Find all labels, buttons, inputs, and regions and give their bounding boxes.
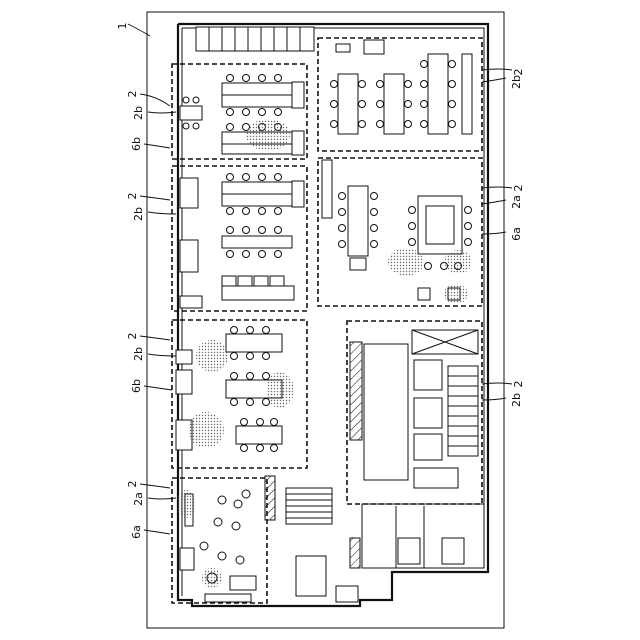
zone-2a-right xyxy=(318,158,482,306)
label-zone-b-4: 2b xyxy=(510,75,523,89)
label-zone-b-3: 2b xyxy=(132,347,145,361)
label-building: 1 xyxy=(116,23,129,30)
label-zone-4: 2 xyxy=(126,481,139,488)
label-zone-a-1: 2a xyxy=(132,492,145,506)
label-area-b-2: 6b xyxy=(130,379,143,393)
label-area-a-1: 6a xyxy=(130,525,143,539)
zone-2b-lower xyxy=(172,320,307,468)
zone-2a-lower xyxy=(172,478,267,603)
label-zone-b-2: 2b xyxy=(132,207,145,221)
label-zone-b-1: 2b xyxy=(132,106,145,120)
zone-2b-right-core xyxy=(347,321,482,504)
label-zone-3: 2 xyxy=(126,333,139,340)
top-lockers xyxy=(196,27,314,51)
zone-2b-top-right xyxy=(318,38,482,151)
restrooms xyxy=(350,504,484,568)
label-zone-b-5: 2b xyxy=(510,393,523,407)
label-zone-2: 2 xyxy=(126,193,139,200)
label-zone-6: 2 xyxy=(512,185,525,192)
label-zone-1: 2 xyxy=(126,91,139,98)
label-area-b-1: 6b xyxy=(130,137,143,151)
zone-2b-middle xyxy=(172,166,307,311)
label-zone-7: 2 xyxy=(512,381,525,388)
stairs xyxy=(265,476,358,602)
label-zone-5: 2 xyxy=(512,69,525,76)
label-area-a-2: 6a xyxy=(510,227,523,241)
label-zone-a-2: 2a xyxy=(510,195,523,209)
zone-2b-top xyxy=(172,64,307,159)
